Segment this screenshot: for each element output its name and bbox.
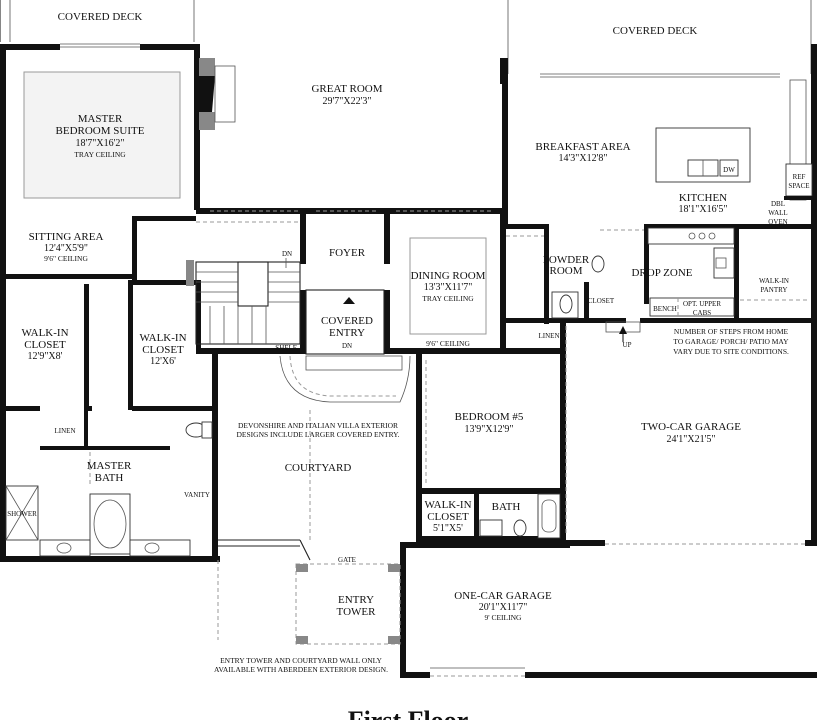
covered-deck-left-label: COVERED DECK [58, 11, 143, 23]
bedroom5-name: BEDROOM #5 [455, 411, 524, 423]
kitchen-island [655, 127, 751, 183]
dashed-openings [89, 229, 808, 540]
opt-upper-l1: OPT. UPPER [683, 300, 721, 308]
two-car-name: TWO-CAR GARAGE [641, 421, 741, 433]
floor-title: First Floor [348, 706, 469, 720]
entry-tower-note-2: AVAILABLE WITH ABERDEEN EXTERIOR DESIGN. [214, 665, 388, 674]
sitting-dim: 12'4"X5'9" [44, 243, 88, 254]
master-suite-name-1: MASTER [78, 113, 123, 125]
drop-zone-label: DROP ZONE [631, 267, 692, 279]
powder-fixtures [551, 255, 605, 319]
dn-entry-label: DN [342, 342, 352, 350]
dbl-wall-oven-l1: DBL [771, 200, 785, 208]
up-arrow [605, 321, 641, 342]
walkin-closet-big-dim: 12'9"X8' [28, 351, 63, 362]
master-bath-l2: BATH [95, 472, 124, 484]
powder-l2: ROOM [549, 265, 582, 277]
covered-deck-right-label: COVERED DECK [613, 25, 698, 37]
bath-label: BATH [492, 501, 521, 513]
exterior-walls [0, 44, 817, 678]
vanity-label: VANITY [184, 491, 210, 499]
entry-tower-l1: ENTRY [338, 594, 374, 606]
sitting-note: 9'6" CEILING [44, 254, 88, 263]
two-car-dim: 24'1"X21'5" [667, 434, 716, 445]
devonshire-note-2: DESIGNS INCLUDE LARGER COVERED ENTRY. [237, 430, 400, 439]
great-room-dim: 29'7"X22'3" [323, 96, 372, 107]
master-suite-dim: 18'7"X16'2" [76, 138, 125, 149]
bath-fixtures [479, 493, 561, 539]
walkin-closet-small-dim: 12'X6' [150, 356, 176, 367]
walkin-closet-small-l1: WALK-IN [139, 332, 186, 344]
dbl-wall-oven-l2: WALL [768, 209, 787, 217]
walkin-pantry-l2: PANTRY [761, 286, 788, 294]
opt-upper-l2: CABS [693, 309, 711, 317]
steps-note-3: VARY DUE TO SITE CONDITIONS. [673, 347, 789, 356]
one-car-name: ONE-CAR GARAGE [454, 590, 552, 602]
dw-label: DW [723, 166, 735, 174]
courtyard-wall [217, 539, 311, 640]
steps-note-1: NUMBER OF STEPS FROM HOME [674, 327, 789, 336]
dn-stair-label: DN [282, 250, 292, 258]
dining-dim: 13'3"X11'7" [424, 282, 473, 293]
walkin-closet-big-l2: CLOSET [24, 339, 66, 351]
courtyard-label: COURTYARD [285, 462, 352, 474]
foyer-label: FOYER [329, 247, 366, 259]
walkin-pantry-l1: WALK-IN [759, 277, 789, 285]
gate-label: GATE [338, 556, 356, 564]
great-room-name: GREAT ROOM [311, 83, 382, 95]
covered-deck-right [507, 0, 812, 78]
sitting-name: SITTING AREA [29, 231, 104, 243]
drop-zone-bench [649, 297, 735, 317]
staircase [186, 221, 301, 345]
dining-note: TRAY CEILING [422, 294, 474, 303]
one-car-note: 9' CEILING [485, 613, 523, 622]
breakfast-name: BREAKFAST AREA [535, 141, 630, 153]
walkin-closet-bed5-l1: WALK-IN [424, 499, 471, 511]
walkin-closet-big-l1: WALK-IN [21, 327, 68, 339]
walkin-closet-bed5-dim: 5'1"X5' [433, 523, 463, 534]
master-bath-l1: MASTER [87, 460, 132, 472]
closet-label: CLOSET [588, 297, 615, 305]
dining-tray-ceiling [409, 237, 487, 335]
linen-left-label: LINEN [55, 427, 76, 435]
covered-entry-area [279, 289, 411, 403]
powder-l1: POWDER [543, 254, 590, 266]
one-car-dim: 20'1"X11'7" [479, 602, 528, 613]
master-suite-name-2: BEDROOM SUITE [56, 125, 145, 137]
shower-label: SHOWER [7, 510, 37, 518]
bench-label: BENCH [653, 305, 677, 313]
entry-tower-note-1: ENTRY TOWER AND COURTYARD WALL ONLY [220, 656, 382, 665]
walkin-closet-bed5-l2: CLOSET [427, 511, 469, 523]
devonshire-note-1: DEVONSHIRE AND ITALIAN VILLA EXTERIOR [238, 421, 398, 430]
master-tray-ceiling [23, 71, 181, 199]
shelf-label: SHELF [275, 344, 297, 352]
entry-tower-l2: TOWER [337, 606, 377, 618]
kitchen-counter [647, 227, 735, 279]
kitchen-name: KITCHEN [679, 192, 727, 204]
dining-ceiling-label: 9'6" CEILING [426, 339, 470, 348]
up-label: UP [623, 341, 632, 349]
ref-space-l2: SPACE [788, 182, 809, 190]
walkin-closet-small-l2: CLOSET [142, 344, 184, 356]
bedroom5-dim: 13'9"X12'9" [465, 424, 514, 435]
entry-tower-structure [295, 563, 401, 645]
covered-entry-l2: ENTRY [329, 327, 365, 339]
covered-entry-l1: COVERED [321, 315, 373, 327]
steps-note-2: TO GARAGE/ PORCH/ PATIO MAY [673, 337, 789, 346]
breakfast-dim: 14'3"X12'8" [559, 153, 608, 164]
kitchen-dim: 18'1"X16'5" [679, 204, 728, 215]
linen-right-label: LINEN [539, 332, 560, 340]
ref-space-l1: REF [793, 173, 806, 181]
master-suite-note: TRAY CEILING [74, 150, 126, 159]
dbl-wall-oven-l3: OVEN [768, 218, 787, 226]
covered-deck-left [0, 0, 195, 48]
dining-name: DINING ROOM [411, 270, 486, 282]
master-bath-fixtures [5, 421, 213, 557]
